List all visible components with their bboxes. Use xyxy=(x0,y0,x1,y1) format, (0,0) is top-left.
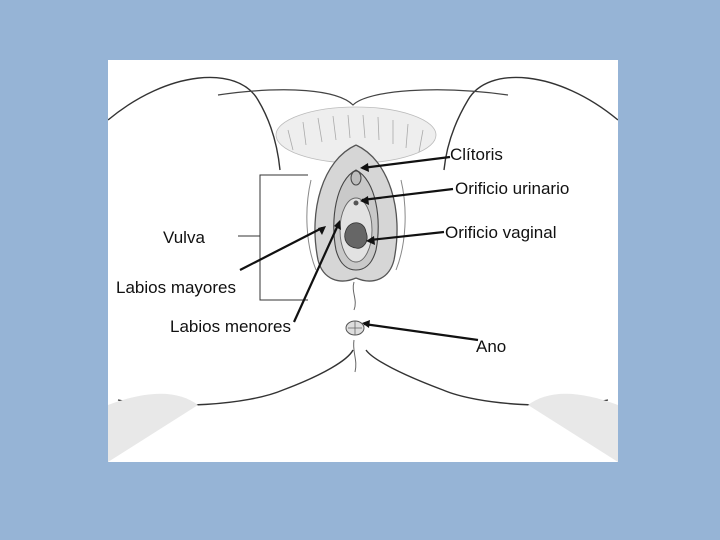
label-anus: Ano xyxy=(476,338,506,355)
label-clitoris: Clítoris xyxy=(450,146,503,163)
label-labia-minora: Labios menores xyxy=(170,318,291,335)
diagram-slide: Clítoris Orificio urinario Orificio vagi… xyxy=(108,60,618,462)
vulva-anatomy-illustration xyxy=(108,60,618,462)
anus-leader xyxy=(364,324,478,340)
clitoris xyxy=(351,171,361,185)
vaginal-orifice xyxy=(345,223,367,249)
vulva-bracket xyxy=(260,175,308,300)
label-vaginal-orifice: Orificio vaginal xyxy=(445,224,557,241)
urinary-orifice xyxy=(354,201,359,206)
label-urinary-orifice: Orificio urinario xyxy=(455,180,569,197)
upper-contour xyxy=(218,90,508,105)
label-labia-majora: Labios mayores xyxy=(116,279,236,296)
lower-right-shadow xyxy=(528,394,618,462)
perineum xyxy=(353,282,355,310)
lower-left-shadow xyxy=(108,394,198,462)
label-vulva: Vulva xyxy=(163,229,205,246)
